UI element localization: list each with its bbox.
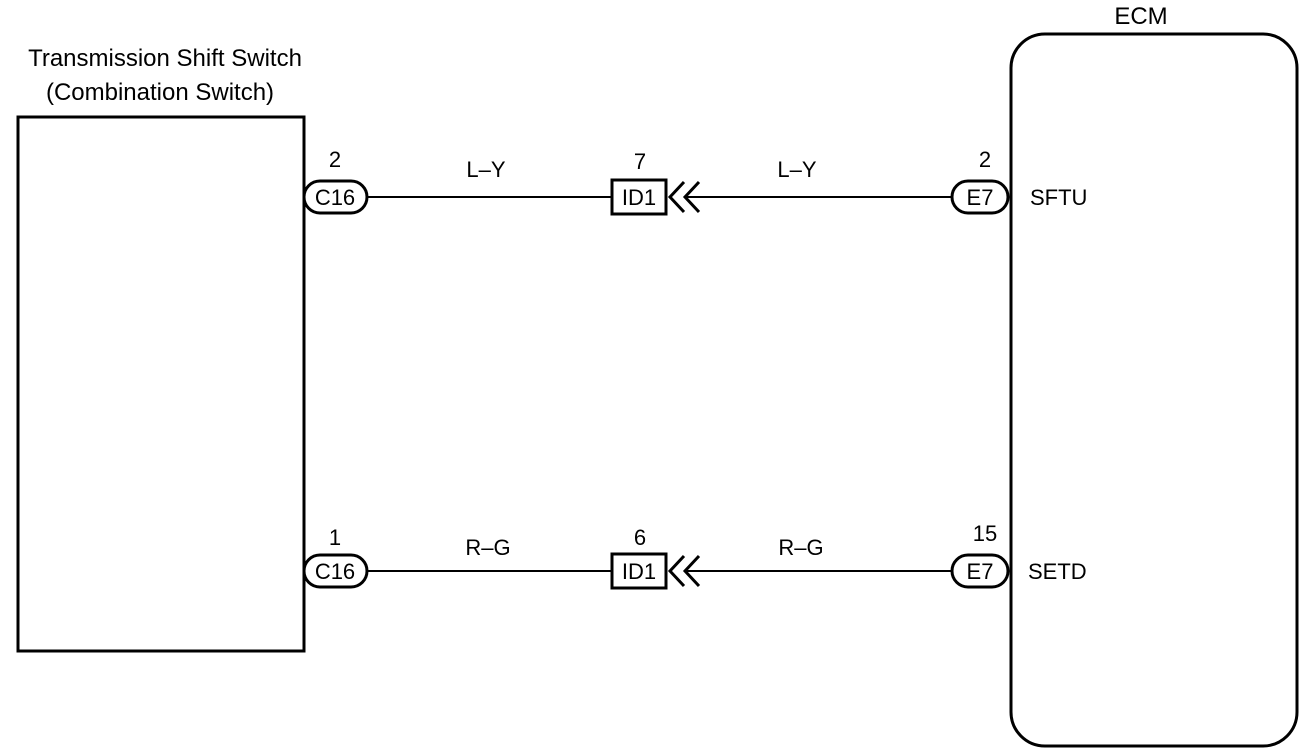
junction-connector-label: ID1: [622, 559, 656, 584]
wire-color-left: R–G: [465, 535, 510, 560]
switch-body: [16, 115, 306, 653]
ecm-connector: [950, 553, 1010, 589]
switch-connector: [302, 553, 369, 589]
wire-color-right: R–G: [778, 535, 823, 560]
junction-connector-label: ID1: [622, 185, 656, 210]
switch-connector-label: C16: [315, 185, 355, 210]
ecm-terminal-label: SFTU: [1030, 185, 1087, 210]
circuit-sftu: 2 C16 L–Y 7 ID1 L–Y 2 E7 SFTU: [302, 147, 1087, 216]
double-chevron-icon: [667, 554, 701, 588]
circuit-setd: 1 C16 R–G 6 ID1 R–G 15 E7 SETD: [302, 521, 1087, 590]
switch-connector-label: C16: [315, 559, 355, 584]
ecm-pin-number: 2: [979, 147, 991, 172]
ecm-terminal-label: SETD: [1028, 559, 1087, 584]
ecm-connector-label: E7: [967, 559, 994, 584]
wire-color-left: L–Y: [466, 157, 505, 182]
ecm-connector-label: E7: [967, 185, 994, 210]
wire-color-right: L–Y: [777, 157, 816, 182]
ecm-pin-number: 15: [973, 521, 997, 546]
ecm-body: [1009, 32, 1299, 748]
transmission-shift-switch: Transmission Shift Switch (Combination S…: [16, 45, 306, 653]
junction-pin-number: 6: [634, 525, 646, 550]
junction-pin-number: 7: [634, 149, 646, 174]
switch-title-line2: (Combination Switch): [46, 79, 274, 106]
ecm-title: ECM: [1114, 3, 1167, 30]
junction-connector: [610, 552, 668, 590]
switch-connector: [302, 179, 369, 215]
ecm-connector: [950, 179, 1010, 215]
switch-pin-number: 2: [329, 147, 341, 172]
junction-connector: [610, 178, 668, 216]
switch-pin-number: 1: [329, 525, 341, 550]
double-chevron-icon: [667, 180, 701, 214]
switch-title-line1: Transmission Shift Switch: [28, 45, 302, 72]
ecm: ECM: [1009, 3, 1299, 748]
